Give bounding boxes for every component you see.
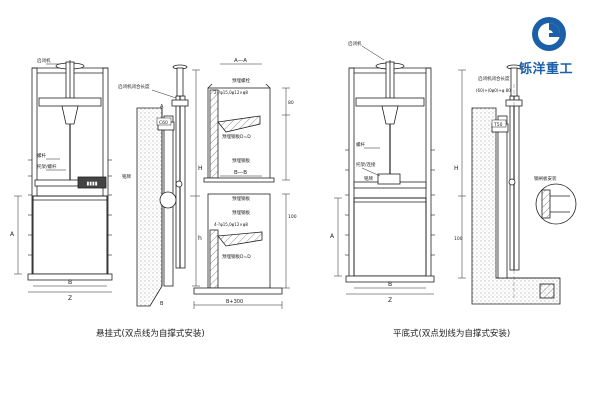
left-dim-outer: Z xyxy=(68,295,72,302)
section-aa-plate: 预埋钢板D=D xyxy=(222,133,251,140)
section-aa-bolt: 2-?φ15,0φ12×φ8 xyxy=(214,90,248,95)
left-cut-b: B xyxy=(160,301,164,307)
right-caption: 平底式(双点划线为自撑式安装) xyxy=(393,329,511,339)
right-tag-box xyxy=(491,119,507,128)
section-aa xyxy=(203,63,290,183)
section-bb-plate: 预埋钢板D=D xyxy=(222,253,251,260)
left-front-view: ▮▮▮▮ xyxy=(14,60,113,293)
left-rod-label: 螺杆 xyxy=(37,152,46,159)
left-caption: 悬挂式(双点线为自撑式安装) xyxy=(96,329,205,339)
right-nameplate-label: 铭牌 xyxy=(364,175,373,182)
right-dim-height: A xyxy=(330,233,335,240)
left-cut-a: A xyxy=(160,104,164,110)
section-aa-emb2: 预埋钢板 xyxy=(232,157,250,164)
section-aa-emb1: 预埋螺栓 xyxy=(232,77,250,84)
section-aa-title: A—A xyxy=(234,58,247,64)
left-dim-height: A xyxy=(10,231,15,238)
section-bb-bolt: 4-?φ15,0φ12×φ8 xyxy=(214,222,248,227)
right-side-section xyxy=(458,64,577,305)
left-dim-total: H xyxy=(198,165,203,172)
right-rod-label: 螺杆 xyxy=(356,141,365,148)
section-bb-emb1: 预埋钢板 xyxy=(232,195,250,202)
right-dim-outer: Z xyxy=(388,297,392,304)
right-handwheel-label: 启闭机 xyxy=(348,40,362,47)
left-tag-box xyxy=(156,117,172,126)
left-dim-offset: h xyxy=(198,235,202,242)
section-aa-dim1: 80 xyxy=(288,100,294,106)
section-bb-dim2: 100 xyxy=(288,214,297,220)
company-logo-icon xyxy=(532,17,566,51)
left-side-section xyxy=(136,64,200,307)
right-front-view xyxy=(334,60,435,295)
right-dim-v1: 100 xyxy=(454,236,463,242)
svg-text:▮▮▮▮: ▮▮▮▮ xyxy=(86,181,97,187)
right-front-leaders xyxy=(361,45,385,177)
left-tag: C60 xyxy=(159,120,168,126)
section-bb-dim-base: B+300 xyxy=(226,299,243,305)
right-dim-width: B xyxy=(388,281,392,288)
right-guide-label: 托架/连接 xyxy=(356,161,376,168)
right-dim-total: H xyxy=(454,165,459,172)
left-dim-width: B xyxy=(68,279,72,286)
right-slope-detail: 钢闸板安装 xyxy=(534,175,557,182)
left-guide-label: 托架/螺杆 xyxy=(37,163,57,170)
left-closed-height-leader xyxy=(151,89,177,99)
left-front-leaders xyxy=(46,63,66,171)
right-tag: T50 xyxy=(493,122,503,128)
right-closed-height-label: 启闭机闭合长度 xyxy=(478,75,510,82)
section-bb-title: B—B xyxy=(234,170,247,176)
section-bb-emb2: 预埋钢板 xyxy=(232,209,250,216)
left-closed-height-label: 启闭机闭合长度 xyxy=(118,83,150,90)
brand-name: 铄洋重工 xyxy=(519,62,574,77)
section-bb xyxy=(193,175,290,309)
left-nameplate-label: 铭牌 xyxy=(122,173,131,180)
right-bolt-spec: (60)+(0φ0)+φ 80 xyxy=(476,88,511,93)
left-handwheel-label: 启闭机 xyxy=(37,57,51,64)
